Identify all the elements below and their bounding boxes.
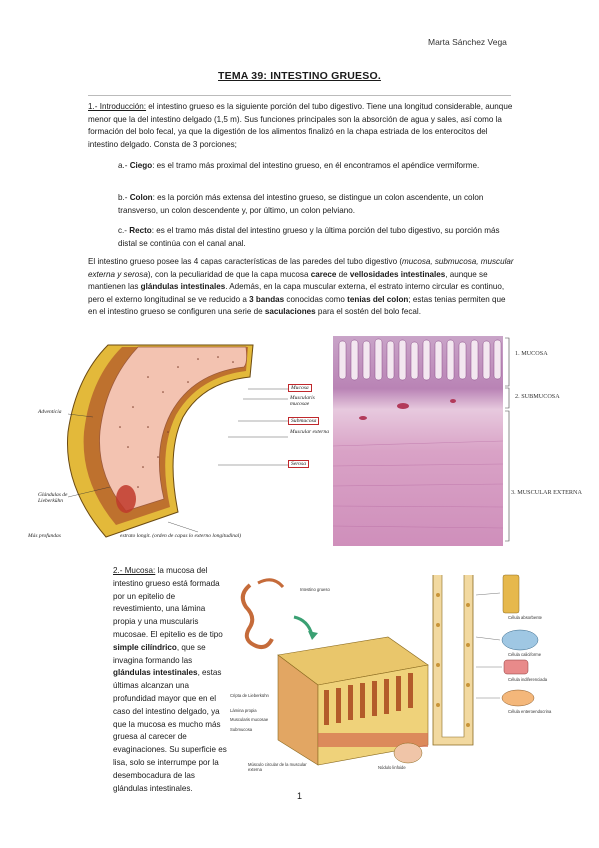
portion-name: Colon bbox=[129, 193, 153, 202]
label-cripta: Cripta de Lieberkühn bbox=[230, 693, 269, 698]
portion-colon: b.- Colon: es la porción más extensa del… bbox=[118, 193, 484, 215]
label-serosa: Serosa bbox=[288, 460, 310, 468]
label-celula-caliciforme: Célula caliciforme bbox=[508, 652, 542, 657]
intro-text: el intestino grueso es la siguiente porc… bbox=[88, 102, 513, 149]
label-adventicia: Adventicia bbox=[38, 409, 62, 415]
label-muscular-externa-layer: 3. MUSCULAR EXTERNA bbox=[511, 489, 582, 496]
mucosa-diagram bbox=[240, 574, 539, 766]
label-submucosa: Submucosa bbox=[288, 417, 320, 425]
label-musculo-circular: Músculo circular de la muscular externa bbox=[248, 762, 307, 772]
title-divider bbox=[88, 95, 511, 96]
label-lamina-propia: Lámina propia bbox=[230, 708, 257, 713]
intro-paragraph: 1.- Introducción: el intestino grueso es… bbox=[88, 101, 514, 151]
label-muscularis-mucosae: Muscularis mucosae bbox=[290, 395, 315, 407]
page-number: 1 bbox=[296, 791, 302, 801]
portion-ciego: a.- Ciego: es el tramo más proximal del … bbox=[118, 161, 480, 170]
label-intestino-grueso: Intestino grueso bbox=[300, 587, 330, 592]
label-glandulas: Glándulas de Lieberkühn bbox=[38, 492, 68, 504]
label-mucosa-layer: 1. MUCOSA bbox=[515, 350, 548, 357]
label-celula-absorbente: Célula absorbente bbox=[508, 615, 542, 620]
intro-heading: 1.- Introducción: bbox=[88, 102, 147, 111]
label-submucosa-fig3: Submucosa bbox=[230, 727, 253, 732]
portion-name: Recto bbox=[129, 226, 152, 235]
portion-name: Ciego bbox=[129, 161, 153, 170]
label-mucosa: Mucosa bbox=[288, 384, 312, 392]
label-celula-enteroendocrina: Célula enteroendocrina bbox=[508, 709, 552, 714]
label-celula-indiferenciada: Célula indiferenciada bbox=[508, 677, 548, 682]
portion-recto: c.- Recto: es el tramo más distal del in… bbox=[118, 226, 500, 248]
label-muscularis-mucosae-fig3: Muscularis mucosae bbox=[230, 717, 269, 722]
histology-micrograph: 1. MUCOSA 2. SUBMUCOSA 3. MUSCULAR EXTER… bbox=[332, 336, 583, 546]
document-title: TEMA 39: INTESTINO GRUESO. bbox=[218, 70, 381, 82]
micrograph-image bbox=[332, 336, 510, 546]
label-mas-profundas: Más profundas bbox=[28, 533, 61, 539]
label-nodulo: Nódulo linfoide bbox=[378, 765, 406, 770]
label-submucosa-layer: 2. SUBMUCOSA bbox=[515, 393, 560, 400]
mucosa-illustration: Intestino grueso Cripta de Lieberkühn Lá… bbox=[228, 565, 580, 778]
mucosa-heading: 2.- Mucosa: bbox=[113, 566, 156, 575]
wall-diagram-illustration bbox=[66, 344, 288, 538]
intestinal-wall-schematic: Adventicia Glándulas de Lieberkühn Más p… bbox=[28, 337, 333, 553]
author-name: Marta Sánchez Vega bbox=[428, 37, 507, 47]
layers-paragraph: El intestino grueso posee las 4 capas ca… bbox=[88, 257, 514, 317]
mucosa-paragraph: 2.- Mucosa: la mucosa del intestino grue… bbox=[113, 566, 227, 793]
label-bottom-note: estrato longit. (orden de capas lo exter… bbox=[120, 533, 242, 539]
label-muscular-externa: Muscular externa bbox=[290, 429, 329, 435]
